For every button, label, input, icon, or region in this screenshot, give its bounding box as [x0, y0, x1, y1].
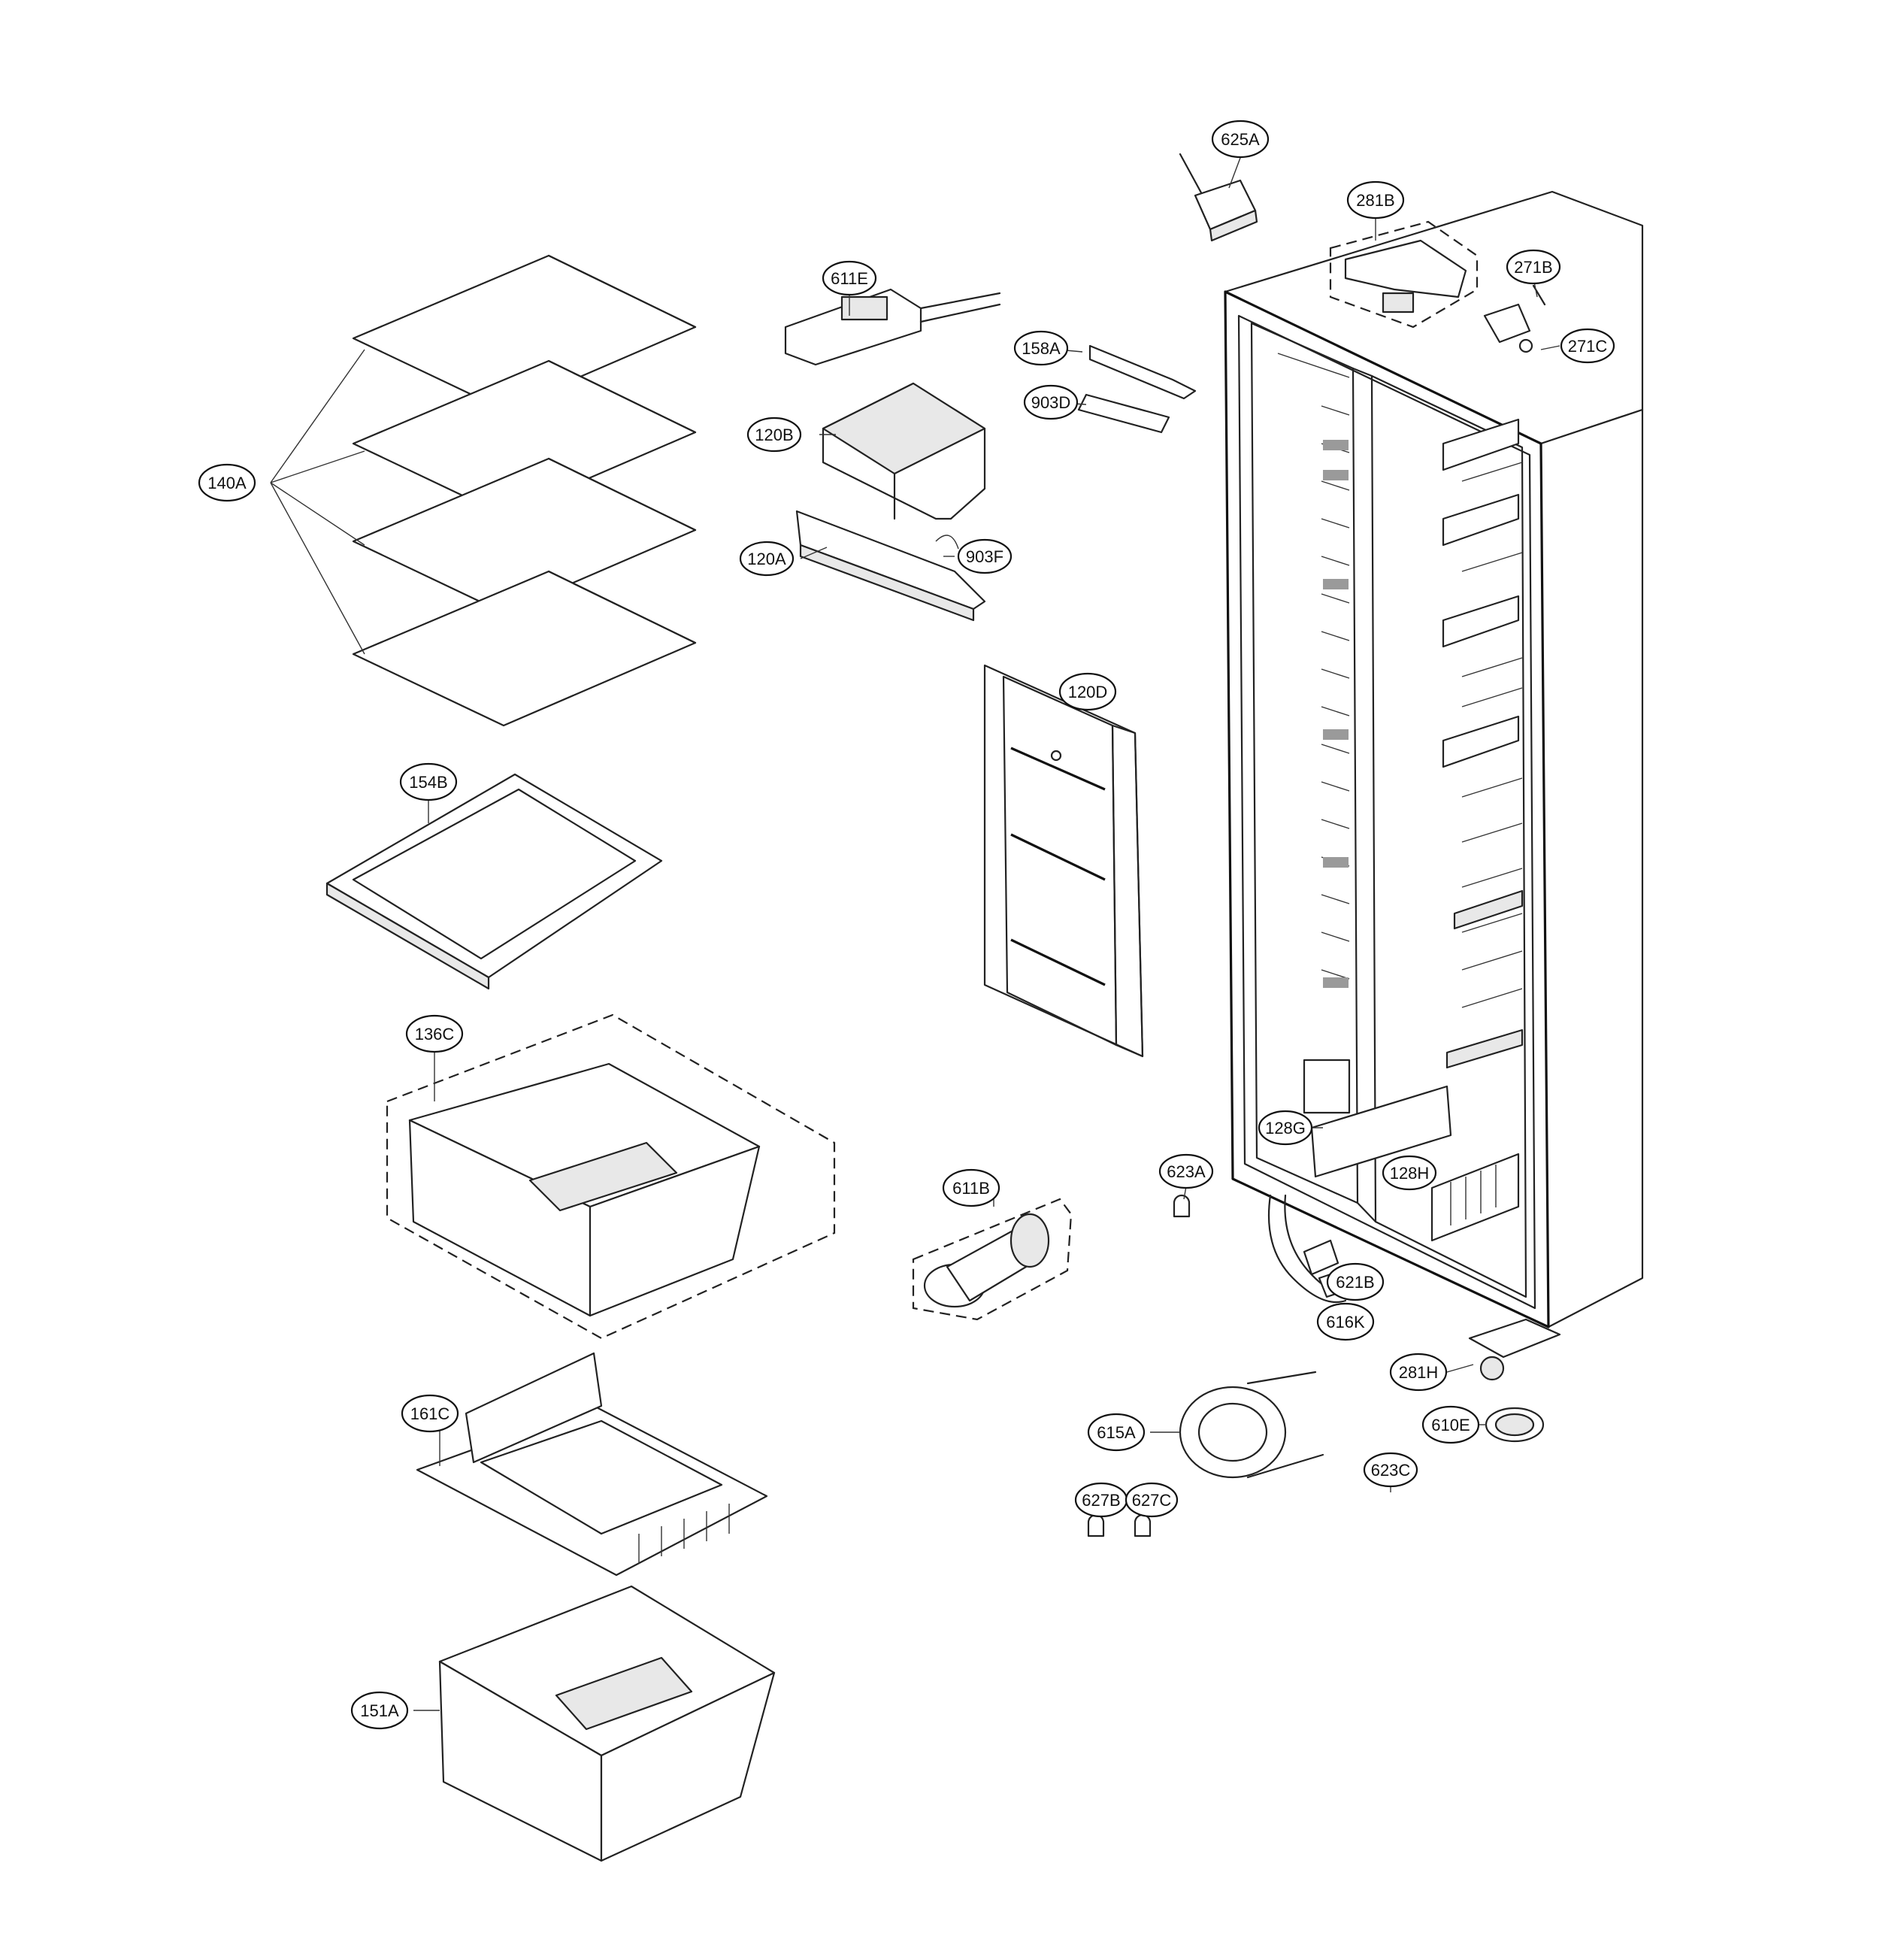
glass-shelves-140a	[352, 254, 697, 727]
label-128h: 128H	[1382, 1155, 1437, 1191]
svg-text:271C: 271C	[1568, 337, 1608, 356]
svg-text:627C: 627C	[1132, 1491, 1172, 1510]
sensor-158a	[1088, 344, 1197, 400]
svg-text:610E: 610E	[1431, 1416, 1470, 1434]
svg-text:120D: 120D	[1068, 683, 1108, 701]
label-616k: 616K	[1316, 1302, 1375, 1341]
fittings	[1087, 1194, 1398, 1537]
ice-bin-cover-120a	[795, 510, 986, 622]
label-611b: 611B	[942, 1168, 1000, 1207]
svg-text:128G: 128G	[1265, 1119, 1306, 1138]
water-filter-611b	[912, 1198, 1073, 1321]
label-611e: 611E	[822, 260, 877, 296]
bracket-271	[1483, 284, 1546, 353]
label-271c: 271C	[1560, 328, 1615, 364]
hinge-281h	[1468, 1318, 1561, 1381]
svg-text:161C: 161C	[410, 1404, 450, 1423]
ice-bin-120b	[822, 382, 986, 520]
top-cover-625a	[1179, 153, 1258, 242]
label-903f: 903F	[957, 538, 1013, 574]
label-140a: 140A	[198, 463, 256, 502]
label-158a: 158A	[1013, 330, 1069, 366]
vegetable-drawer-151a	[438, 1585, 776, 1862]
svg-text:903D: 903D	[1031, 393, 1071, 412]
crisper-cover-154b	[325, 773, 663, 990]
svg-text:611E: 611E	[831, 269, 868, 288]
svg-text:903F: 903F	[966, 547, 1003, 566]
label-903d	[1077, 393, 1170, 434]
svg-text:615A: 615A	[1097, 1423, 1136, 1442]
label-610e: 610E	[1421, 1405, 1480, 1444]
label-120b: 120B	[746, 417, 802, 453]
svg-text:128H: 128H	[1390, 1164, 1430, 1183]
label-903d: 903D	[1023, 384, 1079, 420]
svg-text:154B: 154B	[409, 773, 447, 792]
svg-text:616K: 616K	[1326, 1313, 1365, 1331]
part-labels: 625A 281B 271B 271C 611E 158A 903D 120B …	[198, 120, 1615, 1730]
label-627c: 627C	[1125, 1482, 1179, 1518]
ice-door-panel-120d	[983, 664, 1144, 1058]
label-271b: 271B	[1506, 249, 1561, 285]
drawer-frame-161c	[416, 1352, 768, 1577]
svg-text:136C: 136C	[415, 1025, 455, 1044]
svg-text:281H: 281H	[1399, 1363, 1439, 1382]
label-615a: 615A	[1087, 1413, 1146, 1452]
svg-text:623A: 623A	[1167, 1162, 1206, 1181]
crisper-drawer-136c	[386, 1013, 836, 1340]
svg-text:627B: 627B	[1082, 1491, 1120, 1510]
label-627b: 627B	[1074, 1482, 1128, 1518]
label-623a: 623A	[1158, 1153, 1214, 1189]
ice-maker-611e	[784, 288, 1001, 366]
cap-610e	[1485, 1407, 1545, 1443]
refrigerator-cabinet	[1224, 190, 1644, 1328]
label-136c: 136C	[405, 1014, 464, 1053]
label-120d: 120D	[1058, 672, 1117, 711]
hinge-assembly-281b	[1329, 220, 1479, 329]
label-621b: 621B	[1326, 1262, 1385, 1301]
svg-text:271B: 271B	[1514, 258, 1552, 277]
svg-text:611B: 611B	[952, 1179, 990, 1198]
svg-text:120B: 120B	[755, 426, 793, 444]
svg-text:623C: 623C	[1371, 1461, 1411, 1480]
water-tube-coil-615a	[1179, 1371, 1324, 1479]
svg-text:281B: 281B	[1356, 191, 1394, 210]
svg-text:151A: 151A	[360, 1701, 399, 1720]
label-161c: 161C	[401, 1394, 459, 1433]
svg-text:621B: 621B	[1336, 1273, 1374, 1292]
label-623c: 623C	[1363, 1452, 1418, 1488]
svg-text:158A: 158A	[1022, 339, 1061, 358]
svg-text:140A: 140A	[207, 474, 247, 492]
label-154b: 154B	[399, 762, 458, 801]
label-120a: 120A	[739, 541, 795, 577]
svg-text:625A: 625A	[1221, 130, 1260, 149]
label-625a: 625A	[1211, 120, 1270, 159]
label-281b: 281B	[1346, 180, 1405, 220]
svg-text:120A: 120A	[747, 550, 786, 568]
label-281h: 281H	[1389, 1353, 1448, 1392]
label-128g: 128G	[1258, 1110, 1313, 1146]
label-151a: 151A	[350, 1691, 409, 1730]
